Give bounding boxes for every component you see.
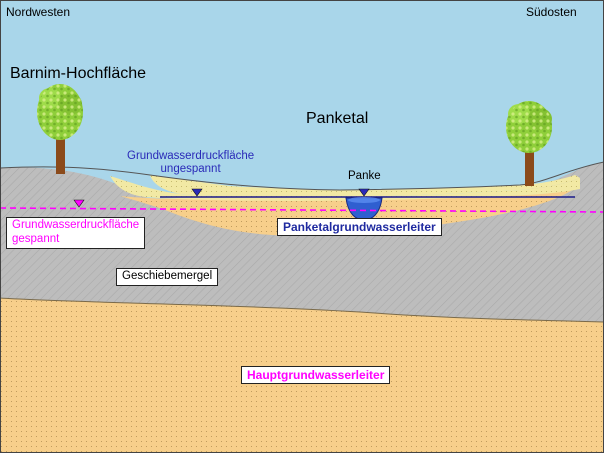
panke-label: Panke — [348, 170, 381, 182]
unconfined-pressure-line1: Grundwasserdruckfläche — [127, 150, 255, 162]
unconfined-pressure-label: Grundwasserdruckfläche ungespannt — [127, 150, 254, 176]
unconfined-pressure-line2: ungespannt — [160, 163, 221, 176]
barnim-plateau-label: Barnim-Hochfläche — [10, 65, 147, 82]
tree-icon — [37, 84, 83, 174]
confined-pressure-line1: Grundwasserdruckfläche — [12, 219, 140, 231]
water-table-marker-icon — [191, 188, 203, 197]
direction-northwest: Nordwesten — [6, 5, 71, 19]
panketal-aquifer-label: Panketalgrundwasserleiter — [277, 218, 442, 237]
confined-pressure-line — [0, 207, 604, 213]
confined-pressure-label: Grundwasserdruckfläche gespannt — [6, 217, 146, 249]
panketal-label: Panketal — [306, 110, 369, 127]
main-aquifer-label: Hauptgrundwasserleiter — [241, 366, 391, 385]
confined-pressure-line2: gespannt — [12, 232, 60, 245]
till-label: Geschiebemergel — [116, 268, 219, 286]
water-table-marker-icon — [73, 199, 85, 208]
direction-southeast: Südosten — [526, 5, 577, 19]
water-table-marker-icon — [358, 188, 370, 197]
tree-icon — [506, 101, 552, 186]
